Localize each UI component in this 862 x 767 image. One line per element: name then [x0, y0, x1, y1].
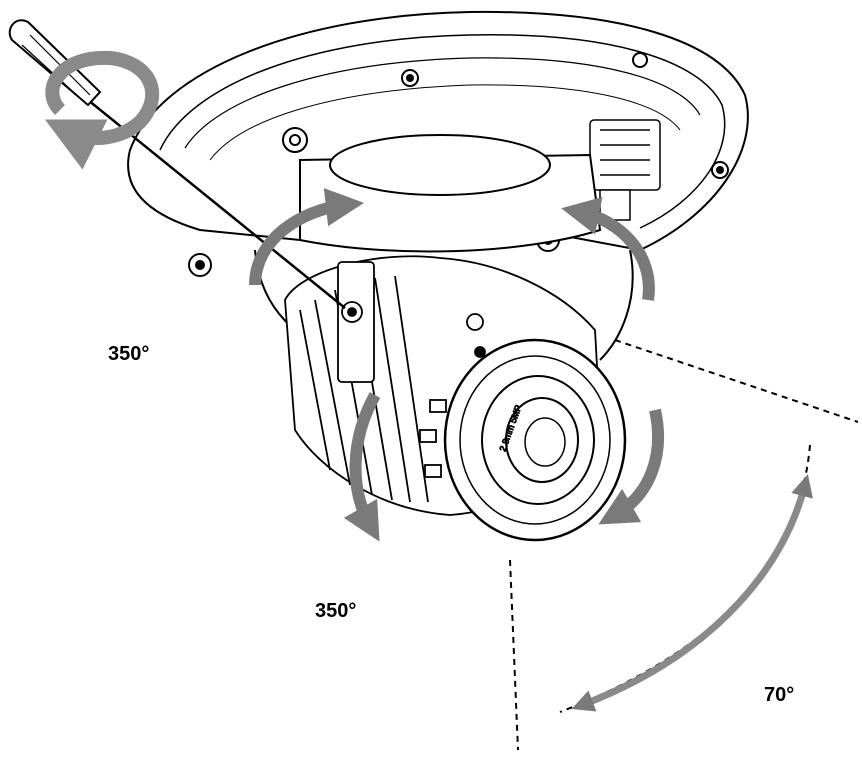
pan-arrows: [249, 188, 655, 301]
pan-collar: [254, 134, 634, 361]
screw-rotation-arrow: [44, 50, 160, 170]
tilt-angle-label: 70°: [764, 684, 795, 706]
pan-angle-label: 350°: [108, 343, 150, 365]
connector-block: [589, 119, 661, 221]
tilt-arrow: [571, 474, 813, 712]
rotation-angle-label: 350°: [315, 600, 357, 622]
lens: 2.8mm 5MP: [443, 338, 627, 542]
